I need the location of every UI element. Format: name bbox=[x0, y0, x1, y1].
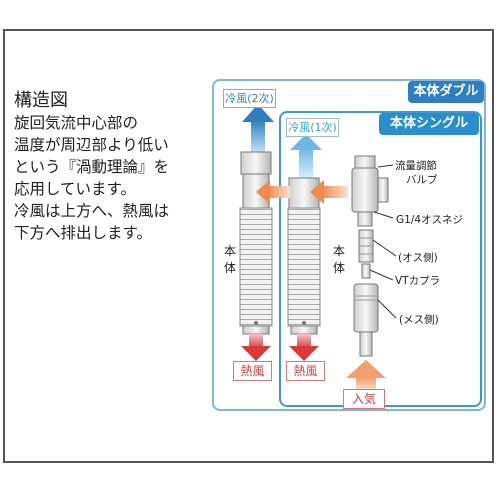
valve-label-line1: 流量調節 bbox=[395, 160, 437, 172]
description-line: 応用しています。 bbox=[14, 180, 136, 198]
description-line: 冷風は上方へ、熱風は bbox=[14, 202, 170, 220]
description-line: 下方へ排出します。 bbox=[14, 224, 152, 242]
body-tube-primary bbox=[287, 177, 321, 335]
intake-air-arrow bbox=[346, 360, 386, 390]
body-label-char: 体 bbox=[223, 261, 236, 275]
cold-air-primary-label: 冷風(1次) bbox=[286, 118, 339, 137]
cold-air-arrow-primary bbox=[290, 134, 322, 178]
cold-air-secondary-label: 冷風(2次) bbox=[223, 89, 276, 108]
coupler-label: VTカプラ bbox=[395, 275, 441, 287]
description-line: 温度が周辺部より低い bbox=[14, 136, 169, 154]
female-side-label: (メス側) bbox=[399, 314, 439, 326]
single-body-tag: 本体シングル bbox=[379, 113, 479, 135]
male-thread-fitting bbox=[358, 229, 374, 263]
body-label-char: 体 bbox=[332, 261, 345, 275]
intake-air-label: 入気 bbox=[343, 389, 385, 409]
valve-label-line2: バルブ bbox=[406, 174, 438, 186]
part-leader-lines bbox=[369, 164, 397, 319]
cold-air-arrow-secondary bbox=[242, 104, 274, 152]
body-label-secondary: 本 体 bbox=[223, 243, 237, 277]
coupler-female-socket bbox=[353, 283, 379, 357]
body-label-char: 本 bbox=[332, 244, 345, 258]
diagram-heading: 構造図 bbox=[14, 90, 68, 111]
description-line: 旋回気流中心部の bbox=[14, 114, 139, 132]
swirl-inlet-arrow-inner bbox=[310, 180, 348, 204]
body-label-char: 本 bbox=[223, 244, 236, 258]
coupler-male-plug bbox=[361, 263, 371, 279]
swirl-inlet-arrow-outer bbox=[256, 180, 290, 204]
hot-air-left-label: 熱風 bbox=[233, 361, 272, 381]
double-body-tag: 本体ダブル bbox=[408, 81, 484, 103]
body-label-primary: 本 体 bbox=[332, 243, 346, 277]
body-tube-secondary bbox=[239, 151, 273, 335]
male-side-label: (オス側) bbox=[398, 252, 438, 264]
hot-air-right-label: 熱風 bbox=[286, 361, 325, 381]
description: 旋回気流中心部の 温度が周辺部より低い という『渦動理論』を 応用しています。 … bbox=[14, 112, 169, 244]
double-body-panel bbox=[212, 79, 486, 411]
flow-control-valve bbox=[351, 155, 389, 227]
hot-air-arrow-left bbox=[241, 334, 271, 361]
thread-label: G1/4オスネジ bbox=[396, 214, 464, 226]
hot-air-arrow-right bbox=[289, 334, 319, 361]
description-line: という『渦動理論』を bbox=[14, 158, 170, 176]
